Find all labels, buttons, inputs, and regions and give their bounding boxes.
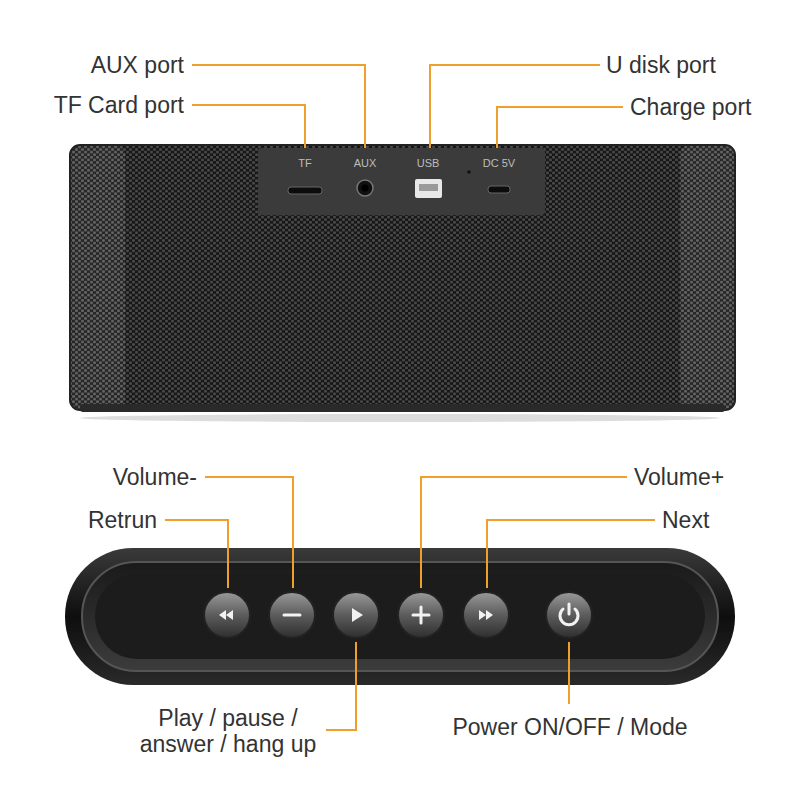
callout-label: Volume- [113, 464, 197, 490]
callout-label: TF Card port [54, 92, 184, 118]
callout-label: U disk port [606, 52, 716, 78]
callout-label: Retrun [88, 507, 157, 533]
port-label: TF [298, 157, 311, 169]
port-label: DC 5V [483, 157, 515, 169]
callout-label: Volume+ [634, 464, 724, 490]
callout-label: Charge port [630, 94, 751, 120]
callout-label: Power ON/OFF / Mode [452, 714, 687, 740]
port-label: USB [417, 157, 440, 169]
callout-label: AUX port [91, 52, 184, 78]
port-panel: TF AUX USB DC 5V [258, 148, 545, 215]
callout-label: Play / pause / answer / hang up [130, 705, 326, 757]
callout-label: Next [662, 507, 709, 533]
port-label: AUX [354, 157, 377, 169]
